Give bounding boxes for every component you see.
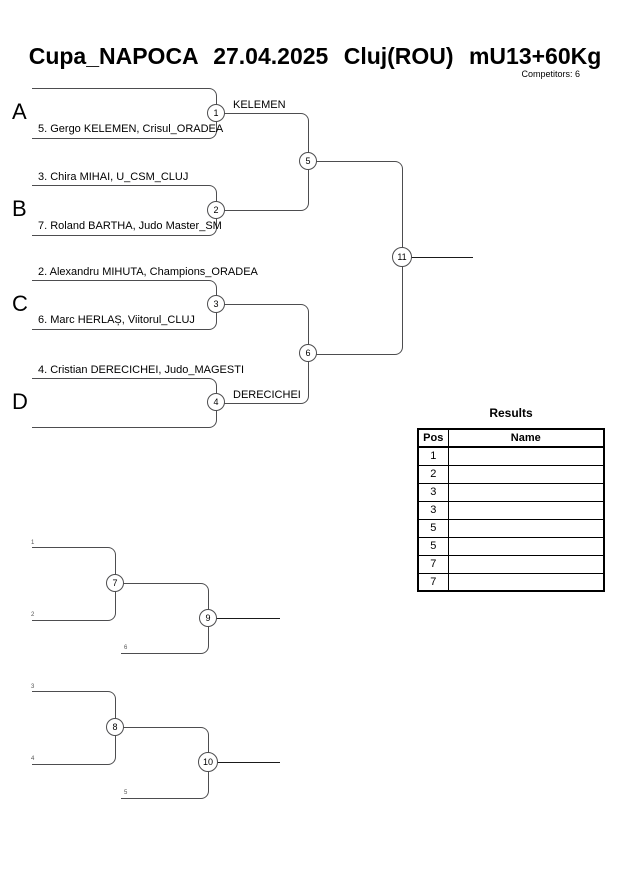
results-pos-cell: 3: [417, 500, 449, 520]
section-letter-d: D: [12, 389, 28, 414]
match-circle-6: 6: [299, 344, 317, 362]
repechage2-pair-box: [32, 691, 116, 765]
repechage1-connector: [121, 583, 209, 654]
results-header-row: Pos Name: [417, 428, 605, 448]
results-pos-cell: 3: [417, 482, 449, 502]
results-row: 1: [417, 446, 605, 466]
match-circle-9: 9: [199, 609, 217, 627]
repechage1-slot-top: 1: [31, 540, 35, 546]
match-circle-11: 11: [392, 247, 412, 267]
match-circle-1: 1: [207, 104, 225, 122]
repechage2-connector: [121, 727, 209, 799]
competitor-herlas: 6. Marc HERLAȘ, Viitorul_CLUJ: [38, 314, 195, 326]
results-row: 7: [417, 572, 605, 592]
results-name-cell: [447, 464, 605, 484]
competitor-kelemen: 5. Gergo KELEMEN, Crisul_ORADEA: [38, 123, 224, 135]
competitor-mihuta: 2. Alexandru MIHUTA, Champions_ORADEA: [38, 266, 258, 278]
results-name-cell: [447, 482, 605, 502]
results-row: 5: [417, 518, 605, 538]
page-title: Cupa_NAPOCA 27.04.2025 Cluj(ROU) mU13+60…: [28, 43, 602, 69]
repechage1-winner-line: [216, 618, 280, 619]
competitor-bartha: 7. Roland BARTHA, Judo Master_SM: [38, 220, 222, 232]
results-row: 5: [417, 536, 605, 556]
match-circle-3: 3: [207, 295, 225, 313]
results-name-cell: [447, 572, 605, 592]
match-circle-10: 10: [198, 752, 218, 772]
results-col-name: Name: [447, 428, 605, 448]
section-letter-b: B: [12, 196, 27, 221]
section-letter-c: C: [12, 291, 28, 316]
match-circle-2: 2: [207, 201, 225, 219]
results-pos-cell: 5: [417, 536, 449, 556]
section-letter-a: A: [12, 99, 27, 124]
results-name-cell: [447, 518, 605, 538]
results-pos-cell: 1: [417, 446, 449, 466]
results-row: 3: [417, 482, 605, 502]
winner-label-match1: KELEMEN: [233, 99, 286, 111]
results-name-cell: [447, 554, 605, 574]
results-pos-cell: 7: [417, 572, 449, 592]
final-winner-line: [410, 257, 473, 258]
results-name-cell: [447, 536, 605, 556]
repechage2-slot-side: 5: [124, 790, 128, 796]
match-circle-5: 5: [299, 152, 317, 170]
results-name-cell: [447, 500, 605, 520]
results-table: Pos Name 1 2 3 3 5: [417, 428, 605, 592]
results-row: 7: [417, 554, 605, 574]
results-pos-cell: 7: [417, 554, 449, 574]
competitor-derecichei: 4. Cristian DERECICHEI, Judo_MAGESTI: [38, 364, 245, 376]
repechage2-slot-top: 3: [31, 684, 35, 690]
match-circle-4: 4: [207, 393, 225, 411]
pair-box-d: [32, 378, 217, 428]
results-pos-cell: 5: [417, 518, 449, 538]
repechage2-winner-line: [216, 762, 280, 763]
repechage1-pair-box: [32, 547, 116, 621]
match-circle-8: 8: [106, 718, 124, 736]
results-col-pos: Pos: [417, 428, 449, 448]
results-title: Results: [489, 406, 533, 420]
connector-final: [314, 161, 403, 355]
winner-label-match4: DERECICHEI: [233, 389, 301, 401]
repechage2-slot-bottom: 4: [31, 756, 35, 762]
competitor-mihai: 3. Chira MIHAI, U_CSM_CLUJ: [38, 171, 189, 183]
results-name-cell: [447, 446, 605, 466]
results-row: 2: [417, 464, 605, 484]
repechage1-slot-bottom: 2: [31, 612, 35, 618]
repechage1-slot-side: 6: [124, 645, 128, 651]
connector-match5: [222, 113, 309, 211]
match-circle-7: 7: [106, 574, 124, 592]
competitors-count: Competitors: 6: [521, 69, 580, 79]
results-row: 3: [417, 500, 605, 520]
results-pos-cell: 2: [417, 464, 449, 484]
